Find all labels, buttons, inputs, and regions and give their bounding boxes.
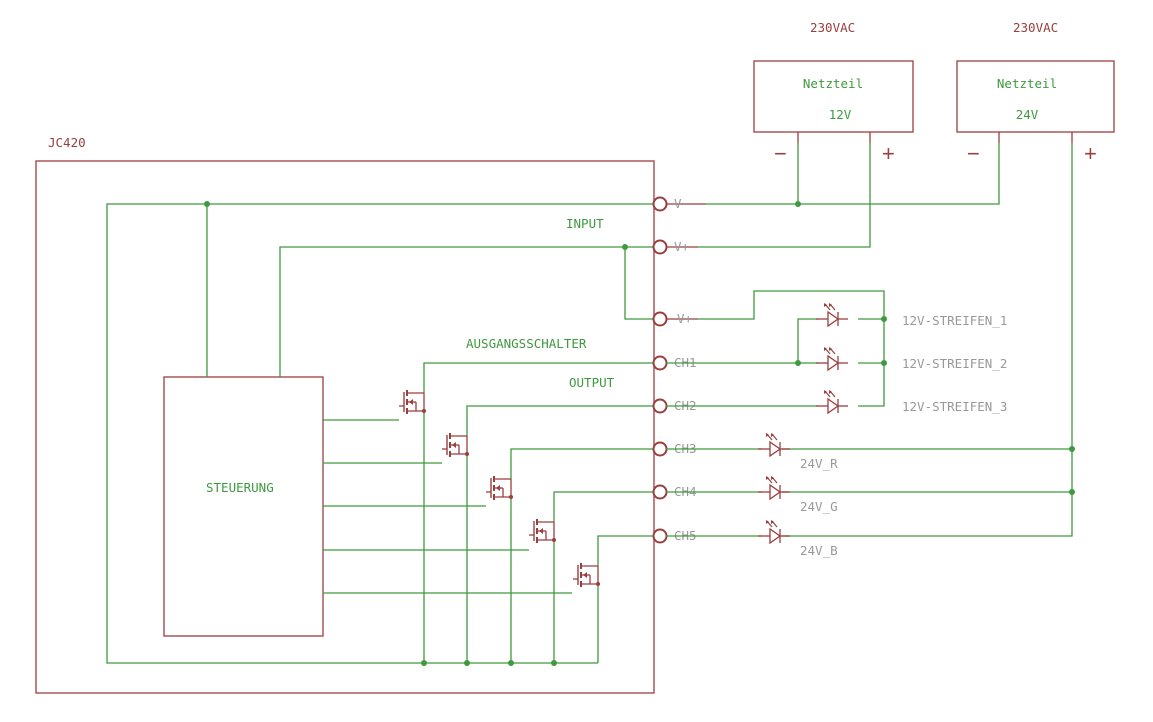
pin-ch4 xyxy=(652,484,668,500)
supply-2-box xyxy=(956,60,1115,133)
mosfet-ch1 xyxy=(398,389,427,415)
supply-1-voltage-label: 230VAC xyxy=(810,20,855,35)
led-red-icon xyxy=(757,432,791,457)
pin-label-v-plus-1: V+ xyxy=(674,239,689,254)
supply-2-plus: + xyxy=(1084,141,1097,166)
power-supply-24v: 230VAC Netzteil 24V − + xyxy=(956,20,1115,166)
steuerung-block xyxy=(163,376,324,637)
pin-ch5 xyxy=(652,528,668,544)
output-label: OUTPUT xyxy=(569,375,615,390)
pin-v-minus xyxy=(652,196,668,212)
power-supply-12v: 230VAC Netzteil 12V − + xyxy=(753,20,914,166)
external-wiring xyxy=(666,143,1075,537)
strip-2-label: 12V-STREIFEN_2 xyxy=(902,356,1007,371)
mosfet-ch2 xyxy=(441,432,470,458)
led-rgb-24v: 24V_R 24V_G 24V_B xyxy=(757,432,838,558)
led-strips-12v: 12V-STREIFEN_1 12V-STREIFEN_2 12V-STREIF… xyxy=(815,302,1007,414)
pin-label-v-plus-2: V+ xyxy=(677,311,692,326)
pin-ch3 xyxy=(652,441,668,457)
controller-frame xyxy=(35,160,655,694)
led-strip-3-icon xyxy=(815,389,849,414)
supply-1-output: 12V xyxy=(829,107,852,122)
pin-v-plus-1 xyxy=(652,239,668,255)
supply-2-output: 24V xyxy=(1016,107,1039,122)
input-label: INPUT xyxy=(566,216,604,231)
supply-2-minus: − xyxy=(967,141,980,166)
led-green-label: 24V_G xyxy=(800,499,838,514)
mosfet-ch4 xyxy=(528,518,557,544)
led-strip-2-icon xyxy=(815,346,849,371)
led-blue-icon xyxy=(757,519,791,544)
supply-1-minus: − xyxy=(774,141,787,166)
internal-wiring xyxy=(106,201,653,666)
led-red-label: 24V_R xyxy=(800,456,838,471)
pin-ch1 xyxy=(652,355,668,371)
pin-v-plus-2 xyxy=(652,311,668,327)
supply-1-plus: + xyxy=(882,141,895,166)
supply-2-voltage-label: 230VAC xyxy=(1013,20,1058,35)
strip-3-label: 12V-STREIFEN_3 xyxy=(902,399,1007,414)
supply-1-name: Netzteil xyxy=(803,76,863,91)
pin-label-v-minus: V- xyxy=(674,196,689,211)
supply-1-box xyxy=(753,60,914,133)
led-green-icon xyxy=(757,475,791,500)
connector-pins: V- V+ V+ CH1 CH2 CH3 CH4 CH5 xyxy=(652,196,706,544)
strip-1-label: 12V-STREIFEN_1 xyxy=(902,313,1007,328)
steuerung-label: STEUERUNG xyxy=(206,480,274,495)
supply-2-name: Netzteil xyxy=(997,76,1057,91)
pin-ch2 xyxy=(652,398,668,414)
ausgangsschalter-label: AUSGANGSSCHALTER xyxy=(466,336,587,351)
led-blue-label: 24V_B xyxy=(800,543,838,558)
controller-name: JC420 xyxy=(48,135,86,150)
led-strip-1-icon xyxy=(815,302,849,327)
controller-jc420: JC420 STEUERUNG INPUT OUTPUT AUSGANGSSCH… xyxy=(35,135,655,694)
mosfet-ch5 xyxy=(572,562,601,588)
mosfet-ch3 xyxy=(485,475,514,501)
